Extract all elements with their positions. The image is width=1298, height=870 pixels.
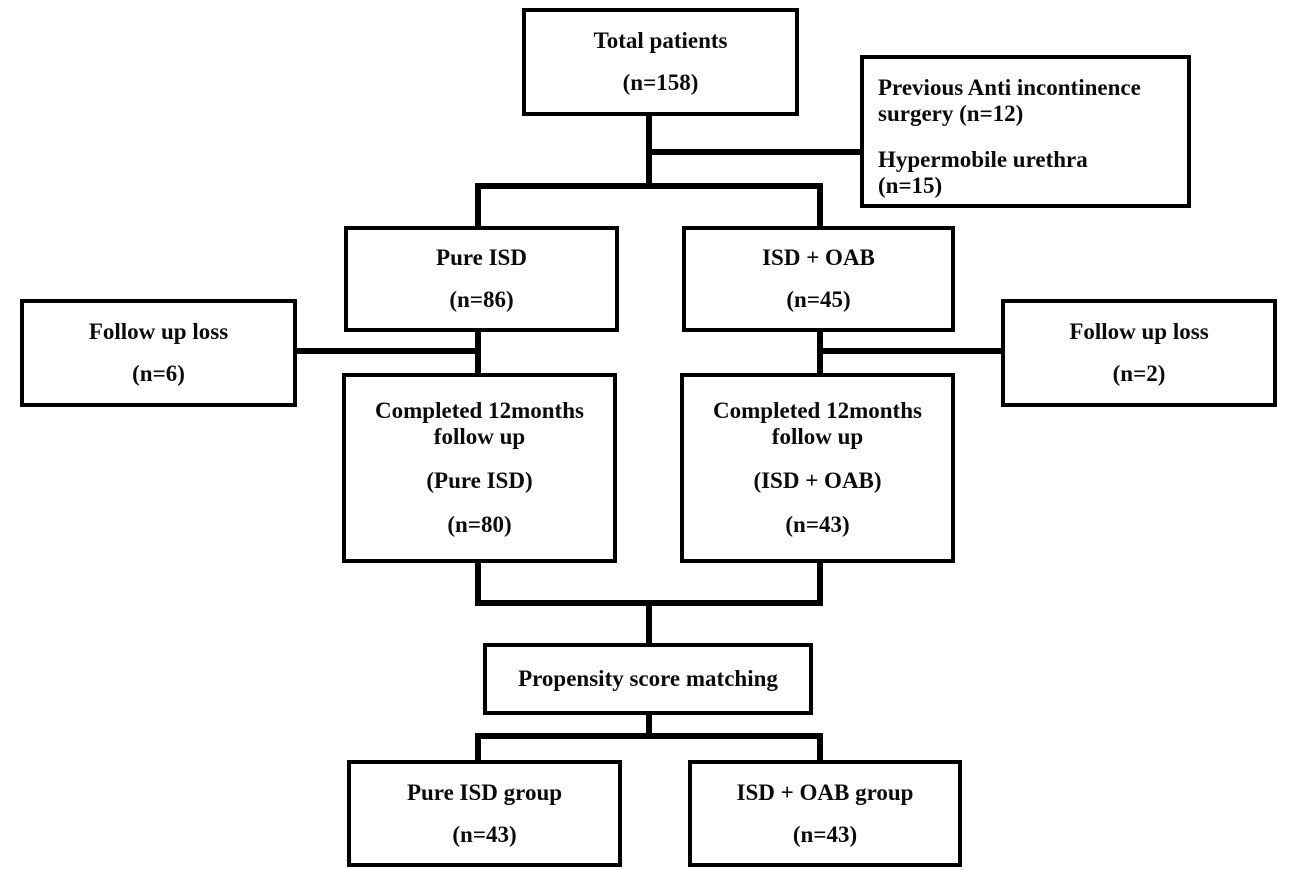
connector-to-exclusions <box>646 149 861 155</box>
box-propensity-score-matching: Propensity score matching <box>483 643 813 715</box>
box-pure-isd: Pure ISD (n=86) <box>344 226 619 332</box>
connector-follow-up-loss-right <box>819 348 1005 354</box>
completed-pure-group: (Pure ISD) <box>426 468 533 493</box>
exclusion-hypermobile-urethra-line1: Hypermobile urethra <box>878 147 1088 172</box>
pure-isd-label: Pure ISD <box>436 245 527 270</box>
completed-oab-label-line2: follow up <box>771 424 864 449</box>
connector-completed-pure-down <box>475 560 481 604</box>
connector-propensity-down <box>646 713 652 737</box>
pure-isd-count: (n=86) <box>449 287 514 312</box>
completed-pure-label-line2: follow up <box>433 424 526 449</box>
connector-follow-up-loss-left <box>295 348 479 354</box>
exclusion-hypermobile-urethra: Hypermobile urethra (n=15) <box>878 147 1088 199</box>
connector-merge-down <box>646 603 652 647</box>
isd-oab-count: (n=45) <box>786 287 851 312</box>
exclusion-previous-surgery-line1: Previous Anti incontinence <box>878 75 1141 100</box>
follow-up-loss-oab-count: (n=2) <box>1112 361 1166 386</box>
box-follow-up-loss-oab: Follow up loss (n=2) <box>1001 299 1277 407</box>
connector-branch-horizontal <box>475 183 823 189</box>
box-isd-oab: ISD + OAB (n=45) <box>682 226 955 332</box>
box-completed-pure-isd: Completed 12months follow up (Pure ISD) … <box>342 373 617 563</box>
completed-oab-label: Completed 12months follow up <box>713 398 922 450</box>
total-patients-label: Total patients <box>593 28 728 53</box>
exclusion-previous-surgery-line2: surgery (n=12) <box>878 101 1024 126</box>
exclusion-previous-surgery: Previous Anti incontinence surgery (n=12… <box>878 75 1141 127</box>
connector-stub-isd-oab <box>817 186 823 230</box>
follow-up-loss-oab-label: Follow up loss <box>1069 319 1209 344</box>
follow-up-loss-pure-count: (n=6) <box>132 361 185 386</box>
box-exclusions: Previous Anti incontinence surgery (n=12… <box>860 55 1191 208</box>
exclusion-hypermobile-urethra-line2: (n=15) <box>878 173 943 198</box>
completed-oab-count: (n=43) <box>785 512 850 537</box>
connector-stub-isd-oab-group <box>817 736 823 763</box>
isd-oab-group-count: (n=43) <box>792 821 858 847</box>
connector-stub-pure-isd-group <box>475 736 481 763</box>
connector-stub-pure-isd <box>475 186 481 230</box>
completed-oab-label-line1: Completed 12months <box>713 398 922 423</box>
pure-isd-group-count: (n=43) <box>452 821 517 847</box>
completed-pure-label-line1: Completed 12months <box>375 398 584 423</box>
follow-up-loss-pure-label: Follow up loss <box>88 319 229 344</box>
propensity-label: Propensity score matching <box>518 666 778 691</box>
connector-completed-oab-down <box>817 560 823 604</box>
isd-oab-group-label: ISD + OAB group <box>736 779 914 805</box>
box-completed-isd-oab: Completed 12months follow up (ISD + OAB)… <box>680 373 955 563</box>
box-pure-isd-group: Pure ISD group (n=43) <box>347 760 622 867</box>
completed-pure-count: (n=80) <box>447 512 512 537</box>
completed-pure-label: Completed 12months follow up <box>375 398 584 450</box>
completed-oab-group: (ISD + OAB) <box>753 468 882 493</box>
total-patients-count: (n=158) <box>622 70 699 95</box>
box-follow-up-loss-pure: Follow up loss (n=6) <box>20 299 297 407</box>
isd-oab-label: ISD + OAB <box>762 245 875 270</box>
box-isd-oab-group: ISD + OAB group (n=43) <box>688 760 962 867</box>
connector-split-horizontal <box>475 733 823 739</box>
box-total-patients: Total patients (n=158) <box>522 8 799 116</box>
pure-isd-group-label: Pure ISD group <box>406 779 563 805</box>
